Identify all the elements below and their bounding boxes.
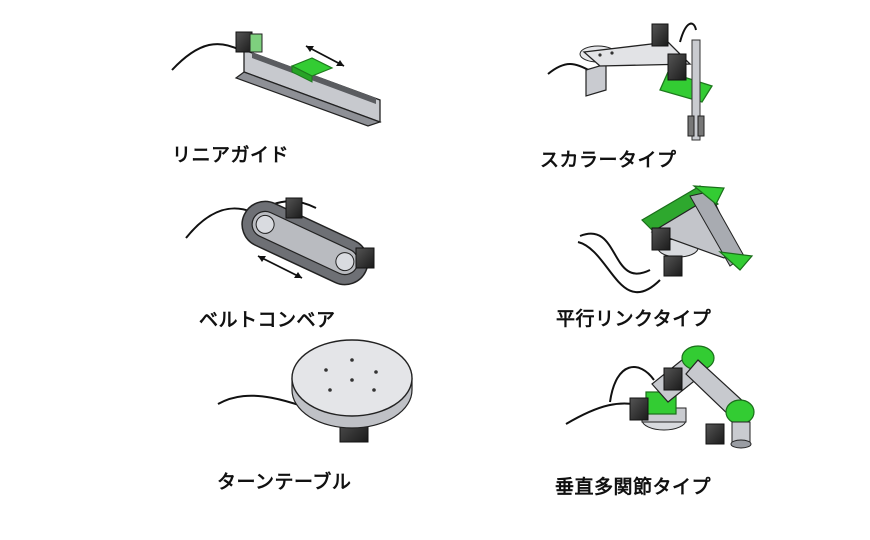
articulated-illustration [485,345,755,449]
belt-conveyor-illustration [105,197,375,286]
label-belt-conveyor: ベルトコンベア [199,309,336,331]
label-linear-guide: リニアガイド [172,144,290,166]
label-scara: スカラータイプ [540,149,677,171]
label-articulated: 垂直多関節タイプ [555,476,712,498]
scara-illustration [469,22,713,141]
label-turntable: ターンテーブル [217,471,352,493]
linear-guide-illustration [91,31,382,127]
turntable-illustration [137,339,413,443]
label-parallel-link: 平行リンクタイプ [556,308,712,330]
parallel-link-illustration [499,185,754,294]
